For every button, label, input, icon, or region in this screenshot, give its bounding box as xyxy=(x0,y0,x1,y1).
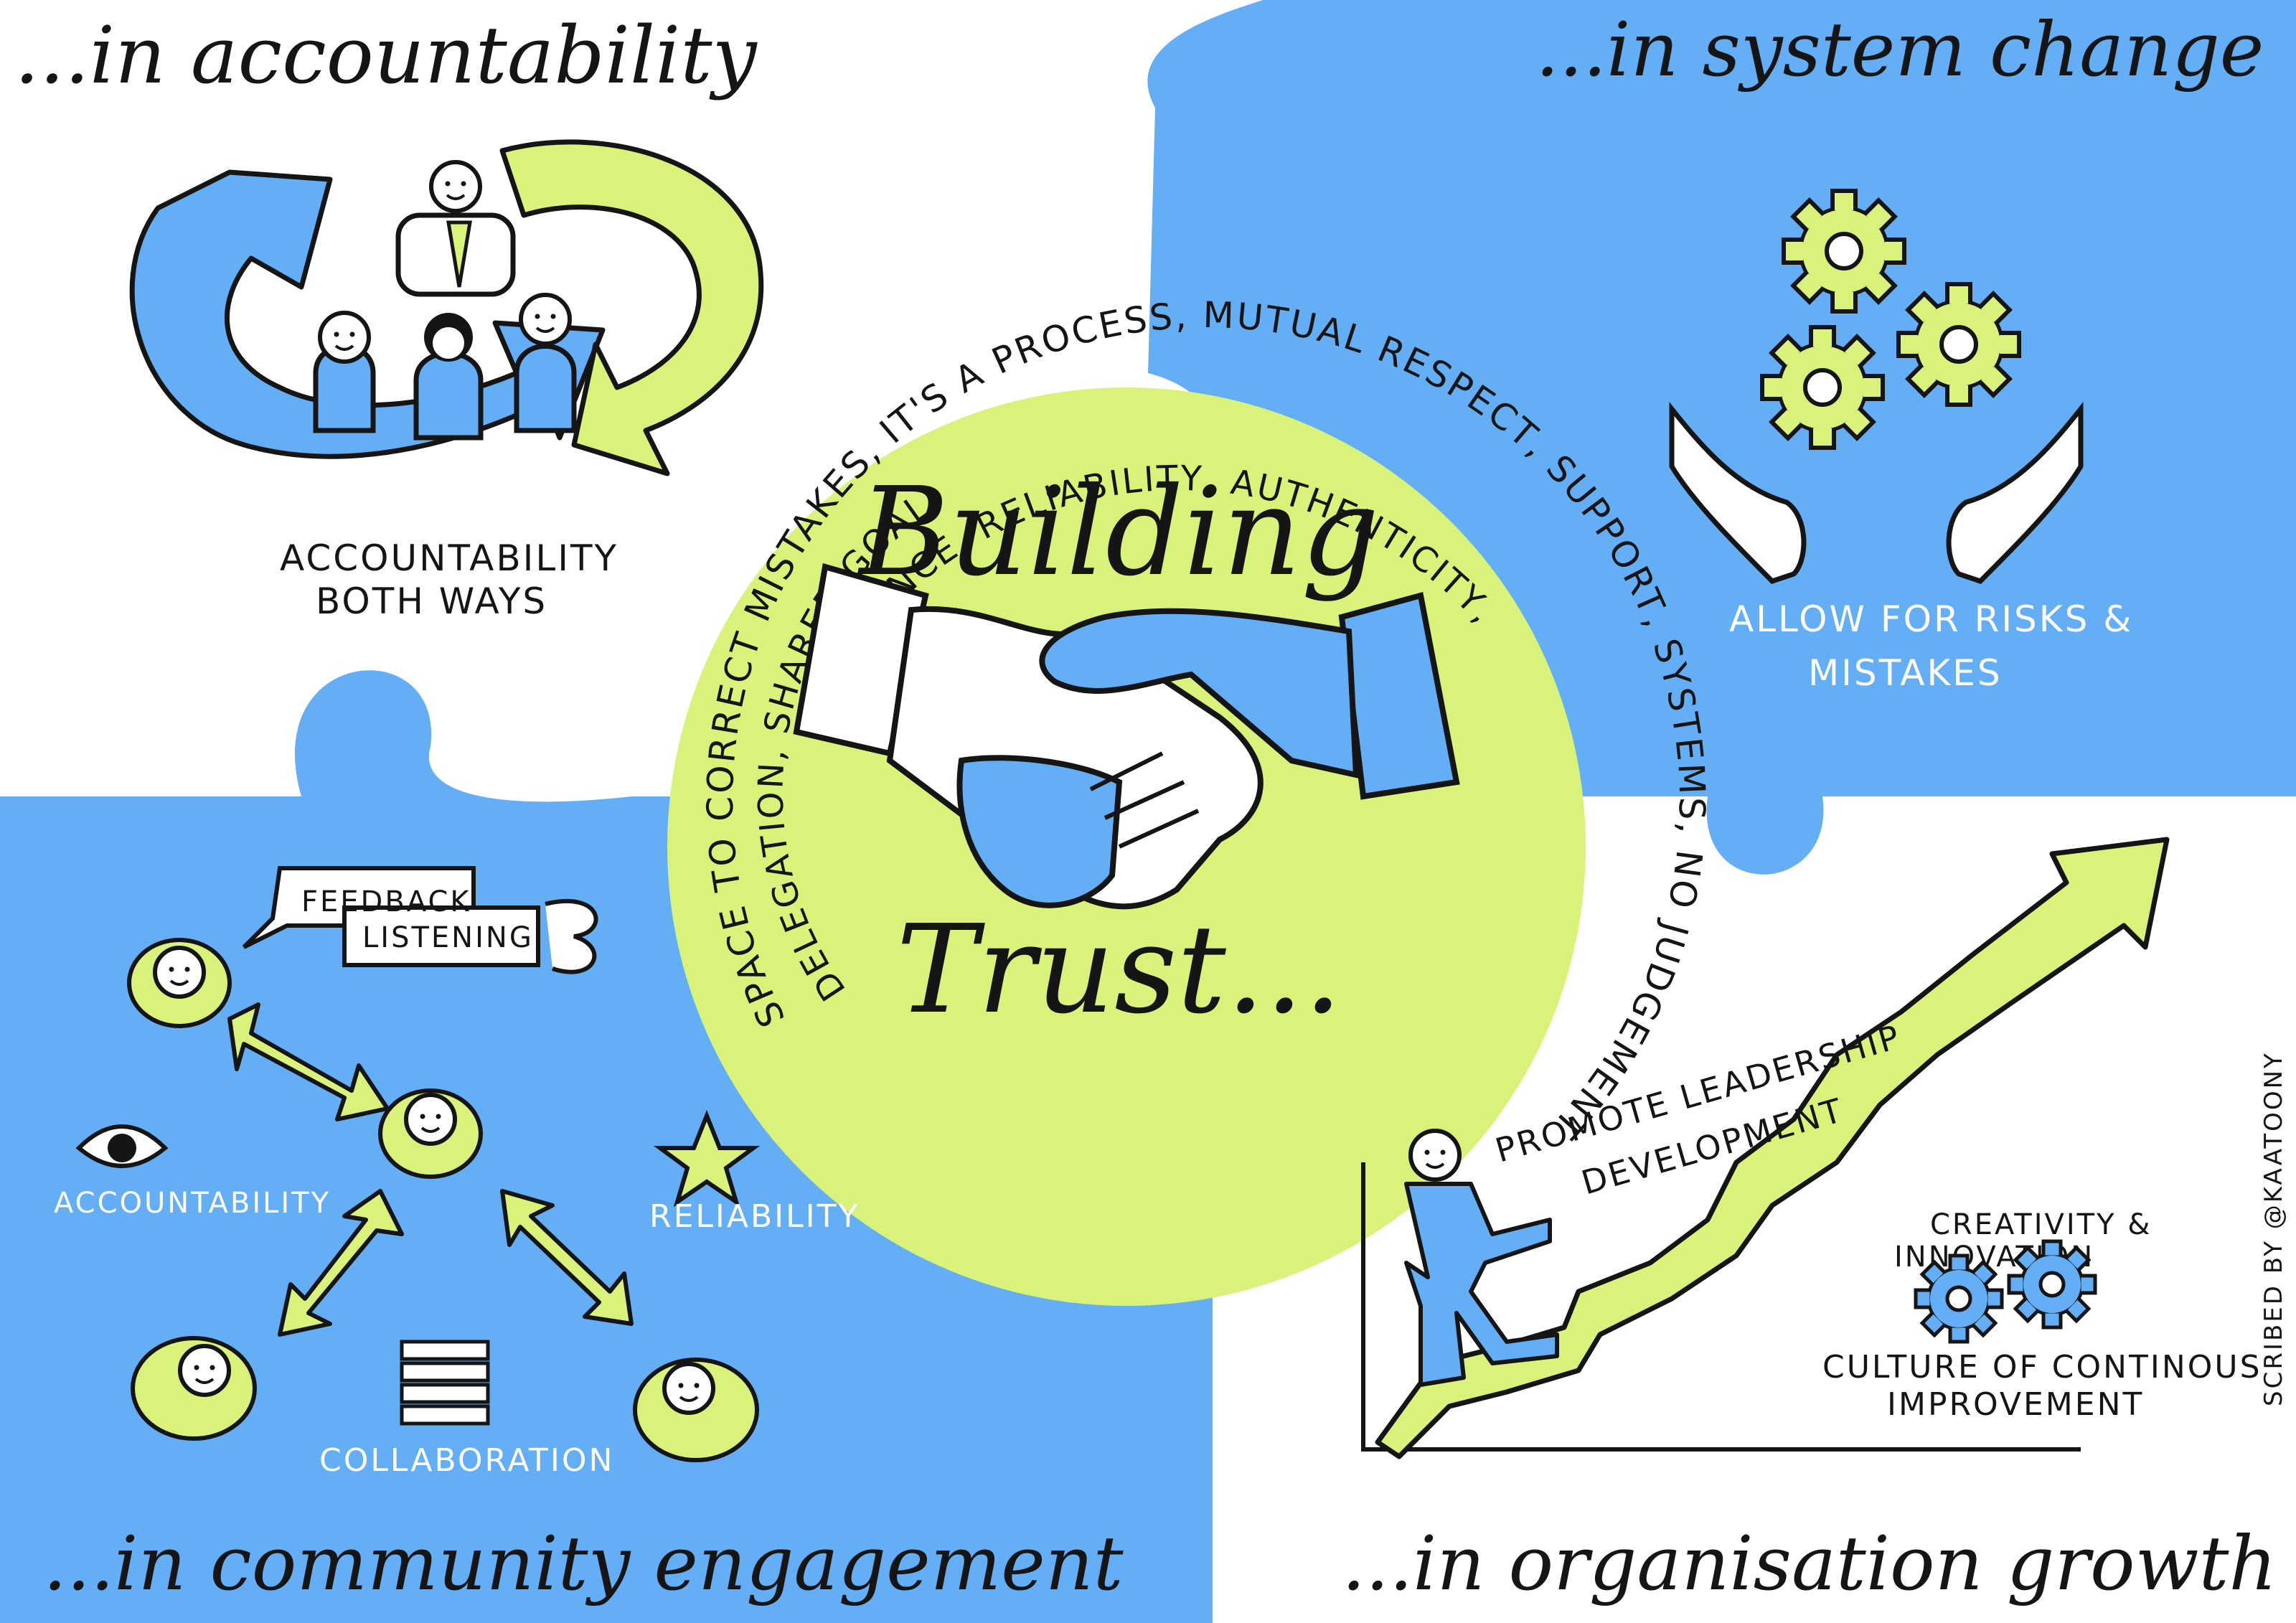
accountability-label: ACCOUNTABILITY xyxy=(54,1187,331,1220)
handshake-icon xyxy=(793,563,1460,910)
open-hands-icon xyxy=(1669,402,2084,585)
person-face-3 xyxy=(664,1364,713,1413)
creativity-label-1: CREATIVITY & xyxy=(1930,1208,2152,1241)
title-trust: Trust... xyxy=(896,899,1342,1041)
team-figures xyxy=(313,162,577,441)
blue-gear-icon-2 xyxy=(2009,1241,2095,1327)
accountability-caption-2: BOTH WAYS xyxy=(316,580,547,622)
heading-growth: ...in organisation growth xyxy=(1342,1520,2277,1607)
heading-community: ...in community engagement xyxy=(43,1520,1124,1607)
title-building: Building xyxy=(857,461,1380,603)
scribe-credit: SCRIBED BY @KAATOONY xyxy=(2259,1051,2288,1406)
listening-label: LISTENING xyxy=(362,921,534,954)
gear-icon-2 xyxy=(1762,327,1883,448)
rising-arrow-icon xyxy=(1375,837,2170,1459)
manager-face xyxy=(431,162,480,211)
speech-bubble-icon xyxy=(242,866,598,974)
connection-arrows xyxy=(227,1002,634,1337)
blue-gear-icon-1 xyxy=(1916,1256,2002,1342)
heading-accountability: ...in accountability xyxy=(14,9,758,101)
person-face-1 xyxy=(155,948,204,997)
accountability-caption-1: ACCOUNTABILITY xyxy=(280,537,618,579)
reliability-label: RELIABILITY xyxy=(649,1198,860,1235)
axis-lines xyxy=(1361,1162,2081,1452)
culture-label-1: CULTURE OF CONTINOUS xyxy=(1822,1349,2262,1386)
accountability-section: ...in accountability ACCOUNTABILITY BOTH… xyxy=(14,9,764,622)
community-section: FEEDBACK LISTENING ACCOUNTABILITY RELIAB… xyxy=(43,866,1124,1607)
person-face-2 xyxy=(180,1346,229,1395)
eye-icon xyxy=(75,1124,169,1168)
climber-face xyxy=(1411,1131,1459,1180)
climbing-man xyxy=(1404,1131,1559,1387)
collaboration-label: COLLABORATION xyxy=(319,1442,614,1479)
system-change-section: ...in system change ALLOW FOR RISKS & MI… xyxy=(1535,6,2264,694)
feedback-label: FEEDBACK xyxy=(301,885,471,918)
team-face-1 xyxy=(320,313,369,362)
gear-icon-3 xyxy=(1899,284,2019,405)
heading-system-change: ...in system change xyxy=(1535,6,2264,93)
culture-label-2: IMPROVEMENT xyxy=(1887,1386,2144,1423)
star-icon xyxy=(653,1109,761,1208)
person-face-center xyxy=(406,1095,455,1144)
system-caption-2: MISTAKES xyxy=(1808,652,2003,694)
gear-icon xyxy=(1784,191,1904,311)
team-face-3 xyxy=(521,295,570,344)
stacked-hands-icon xyxy=(400,1340,490,1426)
system-caption-1: ALLOW FOR RISKS & xyxy=(1729,598,2133,640)
